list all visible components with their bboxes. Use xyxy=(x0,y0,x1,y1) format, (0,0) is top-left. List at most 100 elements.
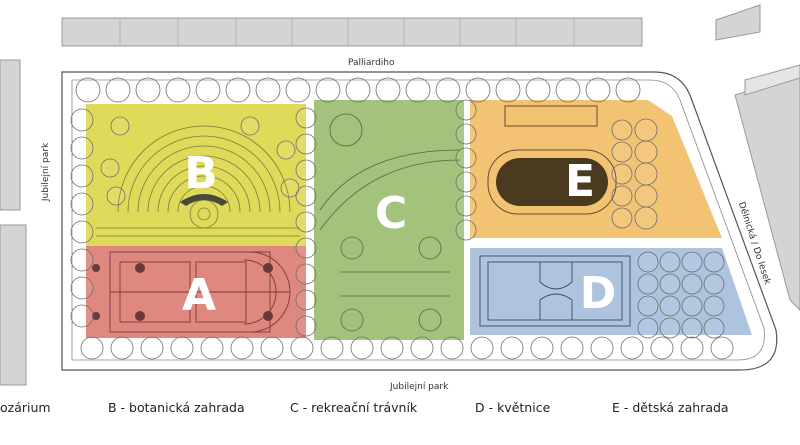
legend-item-c: C - rekreační trávník xyxy=(290,400,418,415)
building-block-top xyxy=(61,17,643,47)
tree xyxy=(611,185,633,207)
tree xyxy=(455,147,477,169)
zone-e-letter: E xyxy=(565,156,595,207)
tree xyxy=(637,251,659,273)
tree xyxy=(555,77,581,103)
tree xyxy=(106,186,126,206)
tree xyxy=(350,336,374,360)
tree xyxy=(410,336,434,360)
tree xyxy=(500,336,524,360)
zone-a-letter: A xyxy=(182,270,216,321)
tree xyxy=(659,317,681,339)
tree xyxy=(380,336,404,360)
botanical-pavilion xyxy=(180,194,228,206)
tree xyxy=(470,336,494,360)
tree xyxy=(611,119,633,141)
tree xyxy=(680,336,704,360)
tree xyxy=(650,336,674,360)
tree xyxy=(611,141,633,163)
tree xyxy=(703,317,725,339)
tree xyxy=(295,107,317,129)
tree xyxy=(634,140,658,164)
tree xyxy=(295,133,317,155)
tree xyxy=(285,77,311,103)
tree xyxy=(611,207,633,229)
tree xyxy=(135,77,161,103)
tree xyxy=(140,336,164,360)
tree xyxy=(659,251,681,273)
tree xyxy=(70,164,94,188)
tree xyxy=(70,276,94,300)
tree xyxy=(290,336,314,360)
tree xyxy=(455,219,477,241)
tree xyxy=(634,206,658,230)
tree xyxy=(659,273,681,295)
tree xyxy=(435,77,461,103)
street-label-top: Palliardiho xyxy=(348,58,395,68)
tree xyxy=(70,248,94,272)
tree xyxy=(225,77,251,103)
tree xyxy=(295,185,317,207)
tree xyxy=(295,289,317,311)
tree xyxy=(681,317,703,339)
tree xyxy=(590,336,614,360)
tree xyxy=(70,136,94,160)
tree xyxy=(405,77,431,103)
tree xyxy=(260,336,284,360)
tree xyxy=(170,336,194,360)
tree xyxy=(634,118,658,142)
tree xyxy=(659,295,681,317)
tree xyxy=(703,295,725,317)
tree xyxy=(345,77,371,103)
zone-b-letter: B xyxy=(184,148,218,199)
legend-item-b: B - botanická zahrada xyxy=(108,400,245,415)
tree xyxy=(110,116,130,136)
flowerbed-paths xyxy=(479,255,631,327)
childrens-track-field xyxy=(496,158,608,206)
building-top-right xyxy=(715,4,761,41)
tree xyxy=(165,77,191,103)
tree xyxy=(70,304,94,328)
building-left-lower xyxy=(0,224,27,386)
tree xyxy=(637,317,659,339)
tree xyxy=(615,77,641,103)
street-label-bottom: Jubilejní park xyxy=(389,382,449,392)
street-label-left: Jubilejní park xyxy=(41,142,51,202)
legend-item-d: D - květnice xyxy=(475,400,551,415)
tree xyxy=(280,178,300,198)
rosarium-paths xyxy=(109,251,291,333)
tree xyxy=(611,163,633,185)
tree xyxy=(276,140,296,160)
tree-canopies xyxy=(70,77,734,360)
tree xyxy=(105,77,131,103)
park-inner-path xyxy=(71,79,765,361)
tree xyxy=(585,77,611,103)
tree xyxy=(681,295,703,317)
tree xyxy=(634,162,658,186)
tree xyxy=(637,295,659,317)
tree xyxy=(295,237,317,259)
building-divisions xyxy=(119,18,575,46)
tree xyxy=(70,192,94,216)
zone-c-letter: C xyxy=(375,188,407,239)
tree xyxy=(100,158,120,178)
tree xyxy=(295,263,317,285)
tree xyxy=(70,220,94,244)
tree xyxy=(455,195,477,217)
tree xyxy=(295,315,317,337)
lawn-paths xyxy=(319,113,461,332)
tree xyxy=(255,77,281,103)
tree xyxy=(75,77,101,103)
tree xyxy=(710,336,734,360)
tree xyxy=(530,336,554,360)
tree xyxy=(110,336,134,360)
childrens-building xyxy=(504,105,598,127)
tree xyxy=(703,251,725,273)
botanical-garden-rings xyxy=(96,125,300,237)
tree xyxy=(70,108,94,132)
map-legend: ozárium B - botanická zahrada C - rekrea… xyxy=(0,400,800,420)
tree xyxy=(440,336,464,360)
zone-d-letter: D xyxy=(580,268,617,319)
